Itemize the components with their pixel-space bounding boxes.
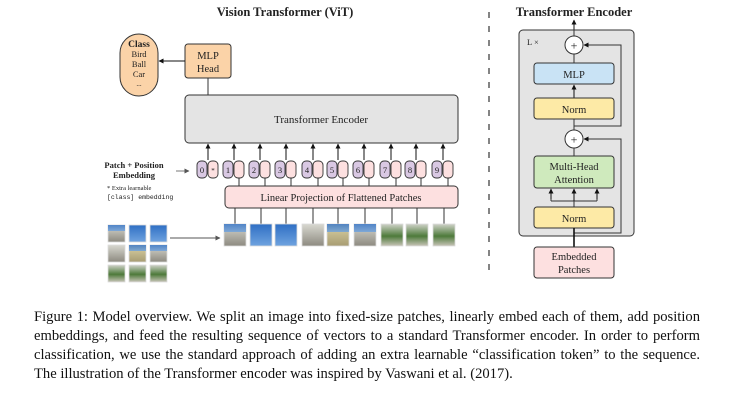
embedded-patches-line2: Patches	[558, 265, 590, 276]
token-pair: 0*	[196, 143, 219, 179]
input-image-cell	[128, 224, 147, 243]
class-output-box: Class Bird Ball Car ...	[119, 33, 159, 97]
vit-title: Vision Transformer (ViT)	[217, 5, 354, 19]
embedding-label: Embedding	[113, 170, 156, 180]
input-image-cell	[128, 244, 147, 263]
mlp-label: MLP	[563, 70, 585, 81]
input-image-cell	[149, 264, 168, 283]
position-embedding-token	[274, 160, 286, 179]
position-embedding-token	[352, 160, 364, 179]
token-pair: 3	[274, 143, 297, 186]
patch-embedding-token	[415, 160, 427, 179]
patch-embedding-token	[363, 160, 375, 179]
mlp-head-box: MLP Head	[184, 43, 232, 79]
patch-embedding-token	[285, 160, 297, 179]
attention-box	[533, 155, 615, 189]
class-item: ...	[136, 80, 142, 88]
input-image-cell	[107, 224, 126, 243]
encoder-detail-title: Transformer Encoder	[516, 5, 633, 19]
input-image-cell	[149, 224, 168, 243]
flattened-patch	[223, 208, 247, 247]
attention-label-line2: Attention	[554, 175, 594, 186]
patch-position-label: Patch + Position	[104, 160, 163, 170]
repeat-label: L ×	[527, 37, 539, 47]
flattened-patch	[405, 208, 429, 247]
token-pair: 8	[404, 143, 427, 186]
position-index-label: 9	[435, 165, 439, 175]
token-pair: 9	[431, 143, 454, 186]
norm-label-bottom: Norm	[562, 214, 587, 225]
token-pair: 7	[379, 143, 402, 186]
position-index-label: 7	[383, 165, 387, 175]
patch-embedding-token	[442, 160, 454, 179]
input-image-grid	[107, 224, 168, 283]
add-symbol: +	[571, 133, 578, 147]
position-index-label: 3	[278, 165, 282, 175]
class-title: Class	[128, 40, 150, 50]
transformer-encoder-box: Transformer Encoder	[184, 94, 459, 144]
position-index-label: 2	[252, 165, 256, 175]
input-image-cell	[107, 244, 126, 263]
norm-label-top: Norm	[562, 105, 587, 116]
mlp-box	[533, 62, 615, 85]
flattened-patch	[274, 208, 298, 247]
position-index-label: 8	[408, 165, 412, 175]
flattened-patch	[432, 208, 456, 247]
residual-connection-top	[573, 42, 622, 127]
flattened-patch	[380, 208, 404, 247]
position-index-label: 1	[226, 165, 230, 175]
position-index-label: 0	[200, 165, 204, 175]
class-item: Car	[133, 69, 145, 79]
transformer-encoder-label: Transformer Encoder	[274, 114, 368, 126]
class-token-marker: *	[211, 167, 215, 175]
position-embedding-token	[196, 160, 208, 179]
position-embedding-token	[222, 160, 234, 179]
flattened-patch	[301, 208, 325, 247]
attention-label-line1: Multi-Head	[550, 162, 600, 173]
extra-note-line1: * Extra learnable	[107, 185, 152, 192]
input-image-cell	[149, 244, 168, 263]
patch-embedding-token	[233, 160, 245, 179]
token-pair: 2	[248, 143, 271, 186]
position-index-label: 5	[330, 165, 334, 175]
token-pair: 5	[326, 143, 349, 186]
input-image-cell	[107, 264, 126, 283]
patch-embedding-token	[312, 160, 324, 179]
linear-projection-label: Linear Projection of Flattened Patches	[261, 193, 422, 204]
position-index-label: 6	[356, 165, 360, 175]
position-index-label: 4	[305, 165, 310, 175]
token-pair: 4	[301, 143, 324, 186]
class-item: Bird	[131, 49, 147, 59]
figure-caption: Figure 1: Model overview. We split an im…	[34, 309, 700, 382]
position-embedding-token	[379, 160, 391, 179]
flattened-patch	[249, 208, 273, 247]
position-embedding-token	[301, 160, 313, 179]
patch-embedding-token	[390, 160, 402, 179]
position-embedding-token	[431, 160, 443, 179]
position-embedding-token	[248, 160, 260, 179]
extra-note-line2: [class] embedding	[107, 194, 173, 201]
embedded-patches-box: Embedded Patches	[533, 246, 615, 279]
mlp-head-line1: MLP	[197, 51, 219, 62]
class-item: Ball	[132, 59, 147, 69]
patch-embedding-token	[337, 160, 349, 179]
flattened-patch	[353, 208, 377, 247]
flattened-patch	[326, 208, 350, 247]
position-embedding-token	[404, 160, 416, 179]
add-symbol: +	[571, 39, 578, 53]
flattened-patch-row	[223, 208, 456, 247]
linear-projection-box: Linear Projection of Flattened Patches	[224, 185, 459, 209]
patch-embedding-token	[259, 160, 271, 179]
patch-embedding-token	[207, 160, 219, 179]
token-pair: 6	[352, 143, 375, 186]
token-pair: 1	[222, 143, 245, 186]
vit-diagram: Vision Transformer (ViT) Class Bird Ball…	[104, 5, 635, 283]
position-embedding-token	[326, 160, 338, 179]
mlp-head-line2: Head	[197, 64, 220, 75]
input-image-cell	[128, 264, 147, 283]
embedded-patches-line1: Embedded	[552, 252, 598, 263]
encoder-block: L × + MLP Norm + Multi-Head Attention No…	[518, 29, 635, 237]
